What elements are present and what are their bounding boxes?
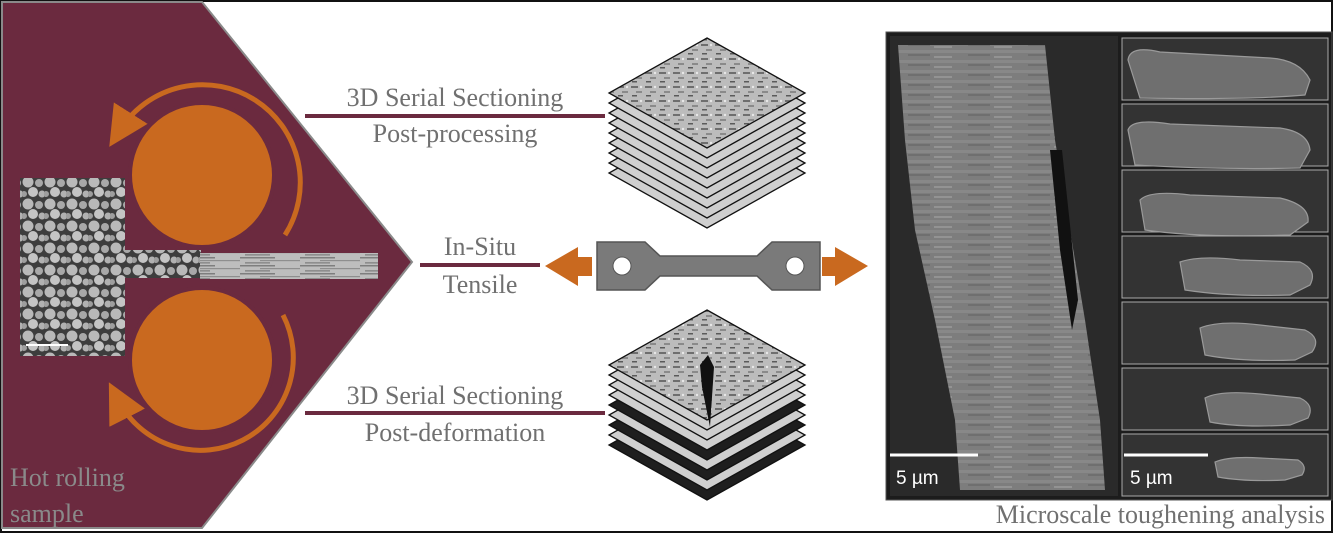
reconstruction-scale-label: 5 µm — [896, 468, 939, 489]
hot-rolling-label-line1: Hot rolling — [10, 463, 125, 492]
slice-grain-shape — [1139, 192, 1309, 237]
top-rotation-arrow — [109, 82, 303, 237]
hot-rolling-label-line2: sample — [10, 499, 84, 528]
specimen-hole-left — [612, 256, 632, 276]
step-post-processing: 3D Serial Sectioning Post-processing — [305, 83, 605, 148]
slice-column — [1121, 37, 1329, 497]
slice-grain-shape — [1127, 49, 1311, 100]
bottom-rotation-arrow — [108, 313, 296, 453]
slice-grain-shape — [1204, 392, 1311, 427]
step2-title: In-Situ — [444, 232, 516, 261]
hot-rolling-panel: Hot rolling sample — [1, 0, 414, 529]
slice-grain-shape — [1179, 257, 1313, 297]
slice-scale-label: 5 µm — [1130, 468, 1173, 489]
tensile-specimen — [596, 241, 821, 291]
rolled-sheet — [200, 253, 378, 279]
bottom-roller — [128, 286, 276, 434]
step1-title: 3D Serial Sectioning — [347, 83, 564, 112]
roll-gap-microstructure — [125, 250, 201, 278]
slice-grain-shape — [1199, 322, 1317, 362]
crack-feature — [1050, 150, 1078, 330]
top-roller — [128, 101, 276, 249]
step1-subtitle: Post-processing — [373, 119, 538, 148]
slice-grain-shape — [1214, 456, 1305, 482]
tensile-arrow-right — [822, 247, 868, 286]
analysis-caption: Microscale toughening analysis — [996, 500, 1325, 529]
step2-subtitle: Tensile — [443, 270, 518, 299]
serial-section-stack-bottom — [607, 309, 807, 501]
tensile-arrow-left — [545, 247, 592, 286]
step-in-situ-tensile: In-Situ Tensile — [420, 232, 868, 299]
slice-grain-shape — [1127, 121, 1311, 170]
step3-subtitle: Post-deformation — [365, 418, 546, 447]
section-layer — [607, 37, 807, 149]
step3-title: 3D Serial Sectioning — [347, 381, 564, 410]
serial-section-stack-top — [607, 37, 807, 229]
step-post-deformation: 3D Serial Sectioning Post-deformation — [305, 381, 605, 447]
damage-feature — [700, 355, 714, 427]
unrolled-microstructure — [20, 178, 125, 356]
analysis-panel: 5 µm 5 µm — [885, 31, 1333, 501]
specimen-hole-right — [785, 256, 805, 276]
